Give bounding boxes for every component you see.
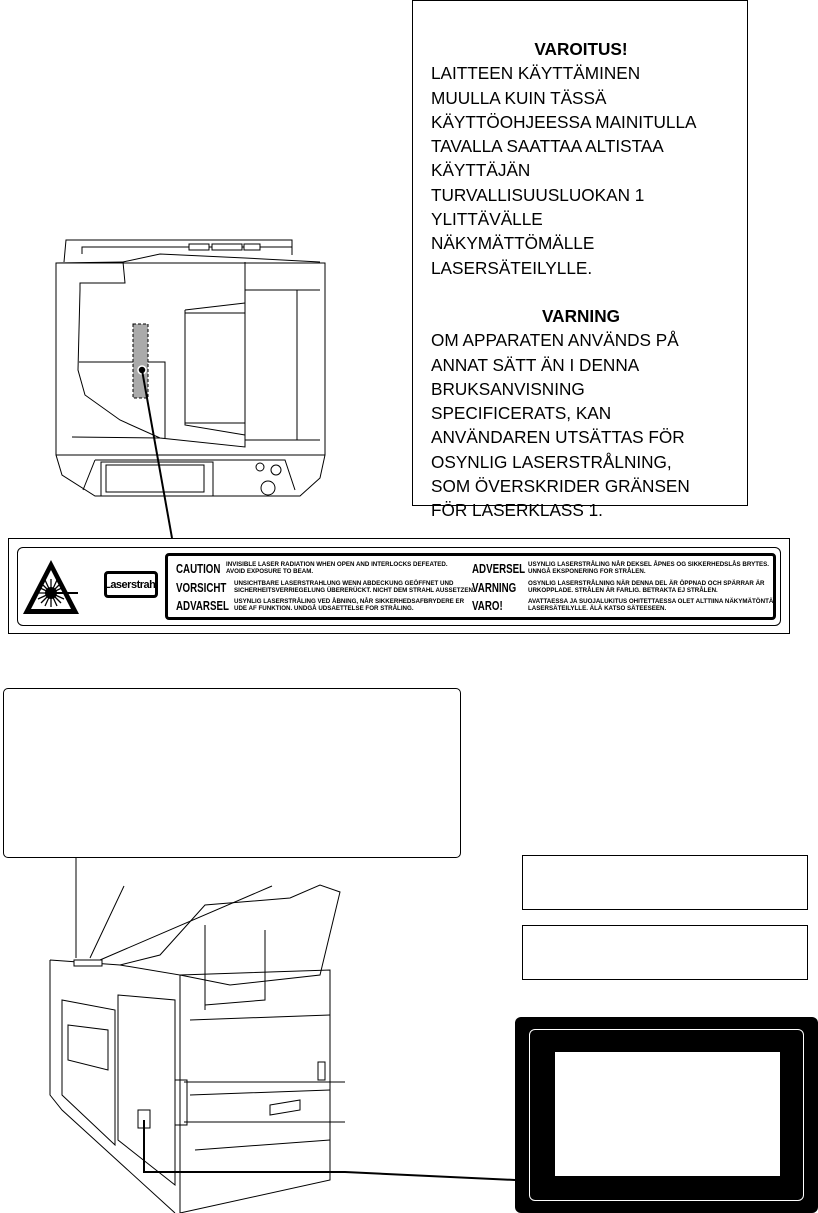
warning-sv-line: BRUKSANVISNING: [431, 378, 585, 399]
warning-fi-line: NÄKYMÄTTÖMÄLLE: [431, 233, 595, 254]
laser-warning-box: VAROITUS! LAITTEEN KÄYTTÄMINEN MUULLA KU…: [412, 0, 748, 520]
warning-fi-line: LAITTEEN KÄYTTÄMINEN: [431, 63, 641, 84]
multilingual-caution-text: CAUTION INVISIBLE LASER RADIATION WHEN O…: [165, 553, 776, 620]
warning-fi-line: YLITTÄVÄLLE: [431, 209, 543, 230]
label-placeholder-small-1: [522, 855, 808, 910]
warning-sv-line: SPECIFICERATS, KAN: [431, 403, 612, 424]
caution-text: AVATTAESSA JA SUOJALUKITUS OHITETTAESSA …: [528, 598, 774, 606]
caution-entry: CAUTION INVISIBLE LASER RADIATION WHEN O…: [176, 562, 448, 576]
caution-keyword: VARNING: [472, 581, 517, 595]
caution-text: OSYNLIG LASERSTRÅLNING NÄR DENNA DEL ÄR …: [528, 580, 765, 588]
warning-fi-line: TURVALLISUUSLUOKAN 1: [431, 184, 645, 205]
warning-sv-line: OM APPARATEN ANVÄNDS PÅ: [431, 330, 679, 351]
laser-warning-label: [8, 538, 790, 634]
caution-keyword: VORSICHT: [176, 581, 227, 595]
caution-entry: VARO! AVATTAESSA JA SUOJALUKITUS OHITETT…: [472, 599, 773, 613]
caution-entry: VARNING OSYNLIG LASERSTRÅLNING NÄR DENNA…: [472, 581, 765, 595]
caution-text: URKOPPLADE. STRÅLEN ÄR FARLIG. BETRAKTA …: [528, 587, 718, 594]
black-frame-label: [515, 1017, 818, 1213]
caution-text: UDE AF FUNKTION. UNDGÅ UDSAETTELSE FOR S…: [234, 605, 414, 612]
caution-text: INVISIBLE LASER RADIATION WHEN OPEN AND …: [226, 561, 448, 569]
caution-keyword: ADVERSEL: [472, 562, 526, 576]
warning-fi-line: LASERSÄTEILYLLE.: [431, 257, 593, 278]
warning-sv-line: ANVÄNDAREN UTSÄTTAS FÖR: [431, 427, 685, 448]
caution-entry: ADVARSEL USYNLIG LASERSTRÅLING VED ÅBNIN…: [176, 599, 464, 613]
caution-text: SICHERHEITSVERRIEGELUNG ÜBERERÜCKT. NICH…: [234, 587, 475, 594]
warning-sv-line: SOM ÖVERSKRIDER GRÄNSEN: [431, 476, 690, 497]
laser-label-inner-frame: [17, 547, 781, 626]
caution-keyword: CAUTION: [176, 562, 221, 576]
label-placeholder-small-2: [522, 925, 808, 980]
caution-text: USYNLIG LASERSTRÅLING NÅR DEKSEL ÅPNES O…: [528, 561, 769, 569]
warning-fi-line: KÄYTTÖOHJEESSA MAINITULLA: [431, 111, 697, 132]
caution-entry: VORSICHT UNSICHTBARE LASERSTRAHLUNG WENN…: [176, 581, 475, 595]
caution-text: USYNLIG LASERSTRÅLING VED ÅBNING, NÅR SI…: [234, 598, 465, 606]
warning-sv-line: ANNAT SÄTT ÄN I DENNA: [431, 354, 640, 375]
caution-entry: ADVERSEL USYNLIG LASERSTRÅLING NÅR DEKSE…: [472, 562, 769, 576]
caution-keyword: VARO!: [472, 599, 503, 613]
laser-hazard-icon: [23, 560, 79, 614]
warning-sv-title: VARNING: [542, 305, 620, 326]
warning-fi-title: VAROITUS!: [534, 39, 628, 59]
caution-text: UNSICHTBARE LASERSTRAHLUNG WENN ABDECKUN…: [234, 580, 454, 588]
caution-text: AVOID EXPOSURE TO BEAM.: [226, 568, 314, 575]
warning-fi-line: KÄYTTÄJÄN: [431, 160, 531, 181]
laserstrahl-badge: Laserstrahl: [104, 571, 158, 598]
warning-sv-line: OSYNLIG LASERSTRÅLNING,: [431, 451, 672, 472]
warning-fi-line: MUULLA KUIN TÄSSÄ: [431, 87, 607, 108]
warning-sv-line: FÖR LASERKLASS 1.: [431, 500, 603, 521]
caution-keyword: ADVARSEL: [176, 599, 229, 613]
caution-text: UNNGÅ EKSPONERING FOR STRÅLEN.: [528, 568, 646, 575]
caution-text: LASERSÄTEILYLLE. ÄLÄ KATSO SÄTEESEEN.: [528, 605, 667, 612]
warning-fi-line: TAVALLA SAATTAA ALTISTAA: [431, 136, 664, 157]
label-placeholder-box: [3, 688, 461, 858]
